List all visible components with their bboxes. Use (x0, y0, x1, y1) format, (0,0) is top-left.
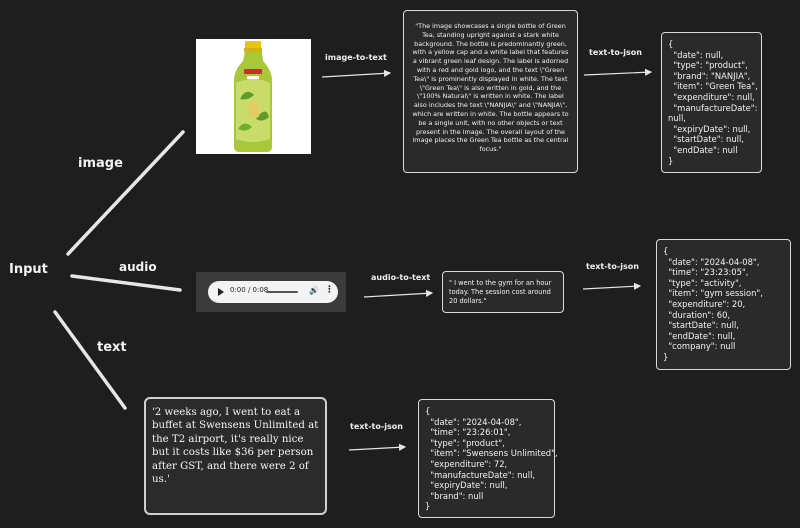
arrow-text-to-json-2 (582, 282, 642, 290)
audio-player: 0:00 / 0:08 🔊 ⋮ (196, 272, 346, 312)
text-input-content: '2 weeks ago, I went to eat a buffet at … (152, 407, 319, 486)
more-options-icon[interactable]: ⋮ (325, 285, 334, 295)
arrow-image-to-text (321, 69, 392, 78)
image-description-box: "The image showcases a single bottle of … (403, 10, 578, 173)
edge-label-image-to-text: image-to-text (325, 53, 387, 62)
audio-branch-label: audio (119, 260, 157, 274)
input-label: Input (9, 262, 48, 277)
branch-line-text (53, 310, 127, 410)
arrow-text-to-json-3 (348, 443, 407, 451)
json-output-image: { "date": null, "type": "product", "bran… (661, 32, 762, 173)
image-branch-label: image (78, 156, 123, 171)
bottle-icon (234, 41, 272, 152)
arrow-audio-to-text (363, 289, 434, 298)
audio-controls: 0:00 / 0:08 🔊 ⋮ (208, 281, 338, 303)
branch-line-image (66, 130, 185, 256)
audio-time: 0:00 / 0:08 (230, 286, 269, 294)
edge-label-text-to-json-3: text-to-json (350, 422, 403, 431)
audio-transcript-box: " I went to the gym for an hour today. T… (442, 271, 564, 313)
branch-line-audio (70, 274, 182, 292)
play-icon[interactable] (218, 288, 224, 296)
edge-label-text-to-json-2: text-to-json (586, 262, 639, 271)
text-input-box: '2 weeks ago, I went to eat a buffet at … (144, 397, 327, 515)
edge-label-text-to-json-1: text-to-json (589, 48, 642, 57)
arrow-text-to-json-1 (583, 68, 653, 76)
json-output-text: { "date": "2024-04-08", "time": "23:26:0… (418, 399, 558, 518)
audio-transcript-text: " I went to the gym for an hour today. T… (449, 279, 552, 305)
volume-icon[interactable]: 🔊 (309, 286, 319, 295)
json-output-audio: { "date": "2024-04-08", "time": "23:23:0… (656, 239, 791, 370)
green-tea-bottle-image (196, 39, 311, 154)
audio-progress-bar[interactable] (266, 291, 298, 293)
edge-label-audio-to-text: audio-to-text (371, 273, 431, 282)
text-branch-label: text (97, 340, 127, 355)
